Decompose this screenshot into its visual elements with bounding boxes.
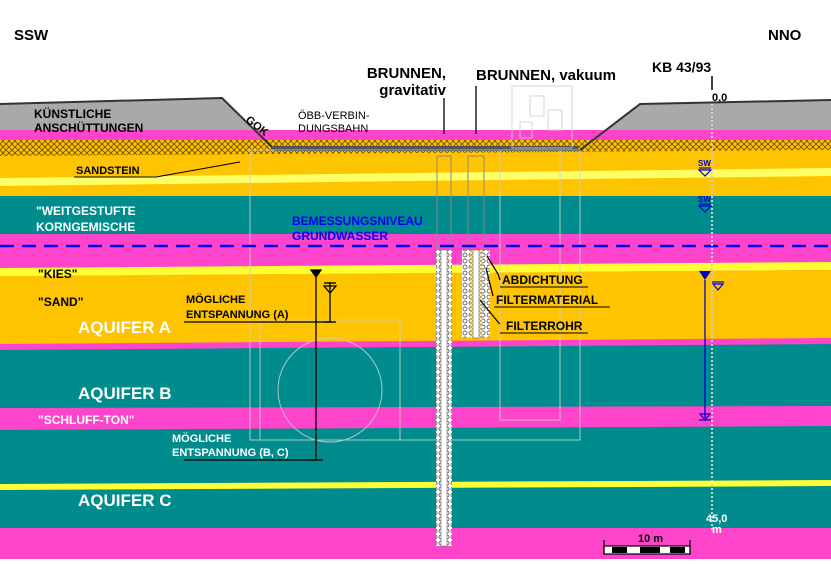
well-leaders [479, 255, 501, 325]
aquifer-b-label: AQUIFER B [78, 384, 172, 403]
aquifer-a-layer [0, 270, 831, 346]
orientation-left: SSW [14, 27, 49, 44]
borehole-top-depth: 0,0 [712, 92, 727, 104]
fill-layer-label-2: ANSCHÜTTUNGEN [34, 120, 143, 135]
relief-arrows [184, 269, 338, 461]
aquifer-c-label: AQUIFER C [78, 491, 172, 510]
magenta-bottom [0, 528, 831, 559]
yellow-thin-2 [0, 262, 831, 276]
silt-clay-label: "SCHLUFF-TON" [38, 413, 134, 427]
design-level-label-1: BEMESSUNGSNIVEAU [292, 214, 423, 228]
filter-material-label: FILTERMATERIAL [496, 293, 598, 307]
vacuum-well-title: BRUNNEN, vakuum [476, 67, 616, 84]
scale-bar [603, 540, 691, 555]
filter-pipe-label: FILTERROHR [506, 319, 583, 333]
borehole-kb [697, 76, 725, 530]
fill-layer-label-1: KÜNSTLICHE [34, 106, 111, 121]
track-bed [272, 146, 578, 150]
relief-a-label-1: MÖGLICHE [186, 293, 245, 306]
relief-bc-label-2: ENTSPANNUNG (B, C) [172, 447, 289, 459]
railway-label-2: DUNGSBAHN [298, 123, 368, 135]
aquifer-b-layer [0, 344, 831, 410]
design-level-label-2: GRUNDWASSER [292, 229, 388, 243]
borehole-name: KB 43/93 [652, 59, 711, 75]
railway-label-1: ÖBB-VERBIN- [298, 110, 370, 122]
sand-label: "SAND" [38, 295, 83, 309]
sandstone-leader [155, 161, 241, 178]
graded-label-1: "WEITGESTUFTE [36, 204, 136, 218]
relief-a-label-2: ENTSPANNUNG (A) [186, 309, 289, 321]
gravity-well [436, 98, 452, 547]
gravel-label: "KIES" [38, 267, 77, 281]
orientation-right: NNO [768, 27, 802, 44]
yellow-thin-1 [0, 168, 831, 186]
seal-label: ABDICHTUNG [502, 273, 583, 287]
graded-label-2: KORNGEMISCHE [36, 220, 135, 234]
relief-bc-label-1: MÖGLICHE [172, 432, 231, 445]
aquifer-a-label: AQUIFER A [78, 318, 171, 337]
vacuum-well [462, 86, 490, 339]
yellow-thin-3 [0, 480, 831, 490]
borehole-bottom-depth: 45,0 [706, 513, 727, 525]
sw-label-1: SW [698, 159, 711, 168]
structure-outline [249, 85, 581, 443]
aquifer-c-layer [0, 426, 831, 530]
gravity-well-title-2: gravitativ [379, 82, 446, 99]
sw-label-2: SW [698, 195, 711, 204]
sandstone-label: SANDSTEIN [76, 165, 140, 177]
magenta-mid [0, 234, 831, 272]
scale-label: 10 m [638, 533, 663, 545]
silt-clay-layer [0, 406, 831, 432]
gravity-well-title-1: BRUNNEN, [367, 65, 446, 82]
borehole-bottom-unit: m [712, 524, 722, 536]
graded-layer [0, 196, 831, 236]
